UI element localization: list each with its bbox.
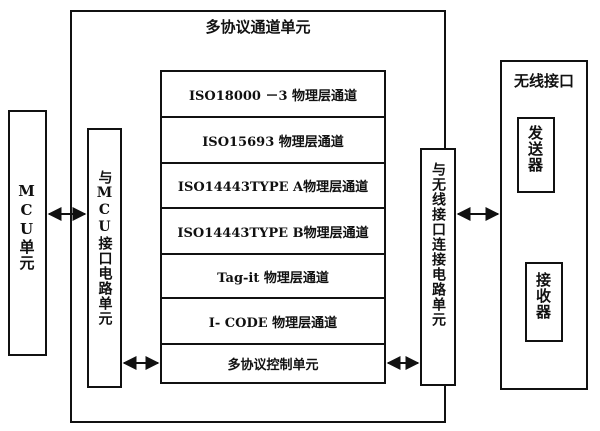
mcu-unit-label: MCU单元: [17, 182, 36, 271]
receiver-label: 接收器: [534, 272, 552, 320]
layer-iso15693: ISO15693 物理层通道: [162, 118, 384, 164]
channel-unit-title: 多协议通道单元: [205, 18, 311, 36]
receiver-box: 接收器: [525, 262, 563, 342]
mcu-interface-circuit-unit: 与MCU接口电路单元: [87, 128, 122, 388]
layer-i-code: I- CODE 物理层通道: [162, 299, 384, 345]
wireless-interface-title: 无线接口: [513, 72, 574, 90]
mcu-unit: MCU单元: [8, 110, 47, 356]
transmitter-label: 发送器: [526, 125, 544, 173]
wireless-interface: 无线接口 发送器 接收器: [500, 60, 588, 390]
transmitter-box: 发送器: [517, 117, 555, 193]
layer-iso18000-3: ISO18000 －3 物理层通道: [162, 72, 384, 118]
layer-tag-it: Tag-it 物理层通道: [162, 255, 384, 299]
wireless-link-label: 与无线接口连接电路单元: [430, 162, 446, 327]
layer-iso14443-type-b: ISO14443TYPE B物理层通道: [162, 209, 384, 255]
multi-protocol-control-unit: 多协议控制单元: [227, 358, 319, 373]
wireless-link-circuit-unit: 与无线接口连接电路单元: [420, 148, 456, 386]
protocol-layer-stack: ISO18000 －3 物理层通道 ISO15693 物理层通道 ISO1444…: [160, 70, 386, 384]
layer-iso14443-type-a: ISO14443TYPE A物理层通道: [162, 164, 384, 209]
mcu-interface-label: 与MCU接口电路单元: [96, 170, 113, 326]
